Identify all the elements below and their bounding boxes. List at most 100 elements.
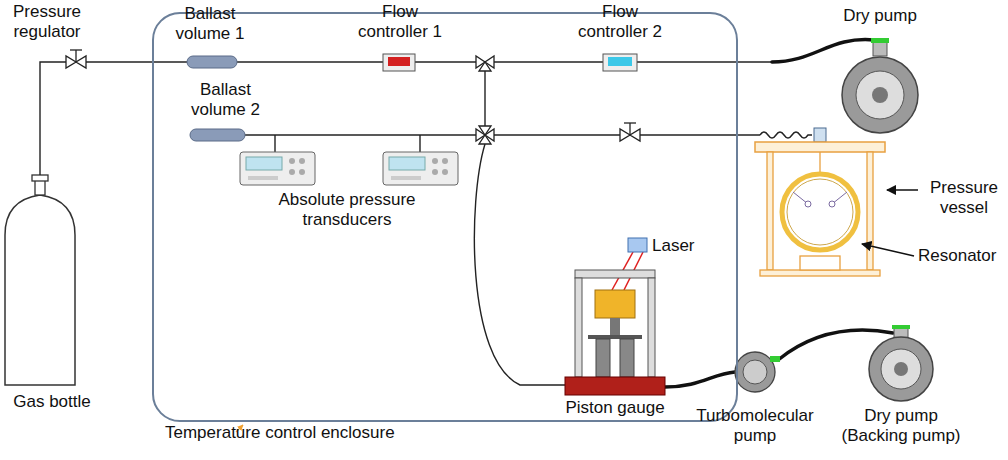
ballast-volume [187, 56, 237, 68]
flow-controller [388, 57, 410, 66]
dry-pump [856, 71, 904, 119]
backing-pump [869, 325, 933, 401]
manual-valve [620, 129, 630, 141]
gas-pipe [484, 71, 485, 126]
pressure-regulator [76, 56, 86, 68]
pressure-regulator [66, 50, 86, 68]
resonator [787, 179, 853, 245]
backing-pump [881, 349, 921, 389]
pressure-transducer [246, 157, 282, 170]
pressure-vessel [760, 270, 880, 276]
gas-pipe [760, 132, 812, 138]
gas-pipe [274, 135, 275, 152]
ballast-volume [190, 129, 245, 141]
gas-bottle [5, 175, 75, 385]
gas-pipe [419, 135, 420, 152]
gas-bottle [32, 175, 48, 181]
bottle-label: Gas bottle [2, 392, 102, 412]
three-way-valve [479, 126, 491, 135]
pressure-regulator [75, 50, 76, 62]
resonator-label: Resonator [918, 246, 1004, 266]
pressure-transducer [240, 152, 315, 185]
three-way-valve [476, 56, 494, 144]
piston-gauge [596, 339, 610, 377]
three-way-valve [479, 135, 491, 144]
manual-valve [630, 129, 640, 141]
pump-label: Turbomolecular pump [685, 406, 825, 446]
gas-pipe [637, 61, 772, 62]
pressure-vessel [755, 128, 885, 276]
dry-pump [842, 57, 918, 133]
flow-controller [383, 54, 415, 71]
laser-label: Laser [652, 236, 712, 256]
pressure-transducer [289, 169, 295, 175]
flow-controller-label: Flow controller 2 [570, 2, 670, 42]
pressure-transducer [299, 158, 305, 164]
pressure-vessel [819, 152, 820, 172]
transducer-label: Absolute pressure transducers [262, 190, 432, 230]
regulator-label: Pressure regulator [2, 2, 92, 42]
pressure-transducer [442, 169, 448, 175]
resonator [800, 256, 840, 270]
dry-pump [871, 38, 889, 43]
dry-pump [872, 87, 888, 103]
gas-pipe [40, 62, 812, 385]
vessel-label: Pressure vessel [923, 178, 1005, 218]
piston-gauge-label: Piston gauge [555, 398, 675, 418]
gas-pipe [40, 62, 66, 175]
piston-gauge [620, 339, 634, 377]
pressure-vessel [814, 128, 826, 142]
gas-pipe [245, 134, 476, 135]
piston-gauge [565, 377, 665, 395]
gas-pipe [237, 61, 383, 62]
ballast-label: Ballast volume 2 [183, 80, 268, 120]
pressure-regulator [66, 56, 76, 68]
turbomolecular-pump [735, 352, 780, 392]
ballast-label: Ballast volume 1 [165, 4, 255, 44]
gas-pipe [415, 61, 476, 62]
backing-pump [894, 362, 908, 376]
dry-pump [873, 42, 887, 56]
enclosure-outline: Temperature control enclosure [152, 12, 738, 422]
pump-label: Dry pump [825, 6, 935, 26]
gas-pipe [494, 61, 603, 62]
pressure-transducer [432, 169, 438, 175]
leader-arrow [887, 189, 918, 191]
gas-pipe [494, 134, 620, 135]
pressure-transducer [389, 157, 425, 170]
flow-controller [383, 54, 637, 71]
pressure-transducer [442, 158, 448, 164]
pressure-transducer [432, 158, 438, 164]
gas-pipe [640, 134, 760, 135]
manual-valve [620, 123, 640, 141]
manual-valve [629, 123, 630, 135]
backing-pump [892, 325, 910, 329]
manual-valve [624, 122, 636, 123]
laser [628, 238, 647, 252]
piston-gauge [648, 278, 655, 377]
turbomolecular-pump [770, 356, 780, 362]
gas-bottle [5, 195, 75, 385]
dry-pump [842, 38, 918, 133]
vacuum-hose [665, 372, 735, 387]
turbomolecular-pump [735, 352, 775, 392]
pressure-transducer [383, 152, 458, 185]
gas-pipe [86, 61, 187, 62]
piston-gauge [575, 270, 655, 278]
pump-label: Dry pump (Backing pump) [836, 406, 966, 446]
pressure-transducer [240, 152, 458, 185]
flow-controller-label: Flow controller 1 [350, 2, 450, 42]
pressure-transducer [391, 176, 421, 180]
three-way-valve [479, 62, 491, 71]
pressure-regulator [70, 49, 82, 50]
flow-controller [603, 54, 637, 71]
pressure-vessel [867, 152, 873, 270]
vacuum-hose [772, 40, 874, 62]
leader-arrow [862, 244, 914, 256]
piston-gauge [575, 278, 582, 377]
pressure-transducer [289, 158, 295, 164]
gas-pipe [474, 144, 565, 385]
piston-gauge [610, 318, 620, 335]
resonator [829, 201, 835, 207]
